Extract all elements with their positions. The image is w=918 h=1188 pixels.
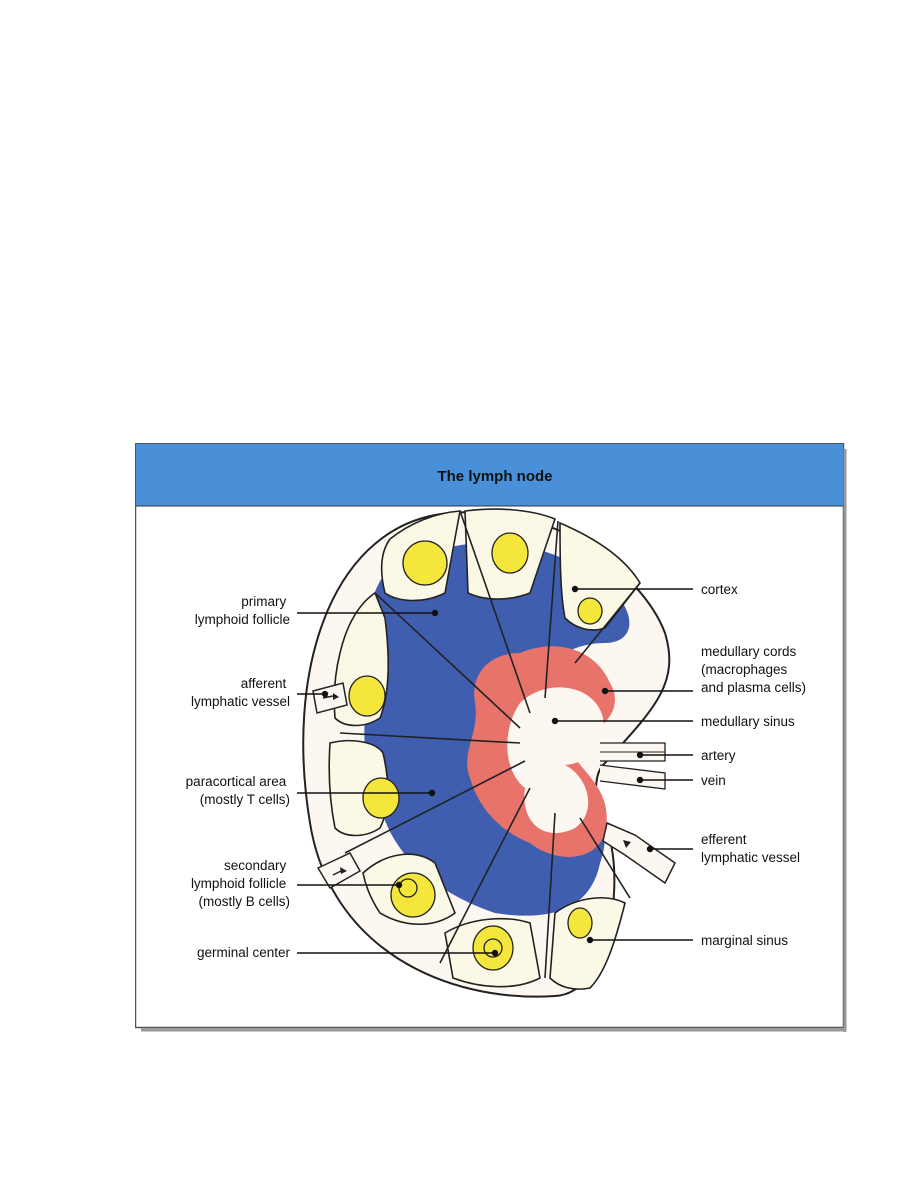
primary-follicle [567, 907, 593, 939]
primary-follicle [577, 597, 603, 625]
artery-vein [599, 742, 666, 790]
germinal-center [483, 938, 503, 958]
leader-lines [297, 585, 693, 957]
label-artery: artery [701, 748, 736, 763]
label-efferent-vessel: efferent lymphatic vessel [701, 832, 800, 865]
lymph-node-diagram: The lymph node [135, 443, 847, 1032]
label-medullary-cords: medullary cords (macrophages and plasma … [701, 644, 806, 695]
label-afferent-vessel: afferent lymphatic vessel [191, 676, 290, 709]
figure-title: The lymph node [437, 468, 552, 485]
lymph-node-figure: The lymph node [135, 443, 848, 1033]
label-paracortical-area: paracortical area (mostly T cells) [186, 774, 290, 807]
label-medullary-sinus: medullary sinus [701, 714, 795, 729]
afferent-vessel-bottom [316, 852, 362, 890]
afferent-vessel-top [312, 682, 348, 714]
label-marginal-sinus: marginal sinus [701, 933, 788, 948]
label-primary-follicle: primary lymphoid follicle [195, 594, 290, 627]
primary-follicle [491, 532, 529, 574]
title-banner [136, 444, 843, 506]
label-cortex: cortex [701, 582, 738, 597]
medullary-sinus-region [507, 687, 604, 834]
primary-follicle [362, 777, 400, 819]
efferent-vessel [602, 821, 676, 885]
lymph-node [302, 508, 676, 998]
label-secondary-follicle: secondary lymphoid follicle (mostly B ce… [191, 858, 290, 909]
secondary-follicle [472, 925, 514, 971]
primary-follicle [348, 675, 386, 717]
label-germinal-center: germinal center [197, 945, 291, 960]
label-vein: vein [701, 773, 726, 788]
primary-follicle [402, 540, 448, 586]
trabeculae [339, 510, 641, 979]
